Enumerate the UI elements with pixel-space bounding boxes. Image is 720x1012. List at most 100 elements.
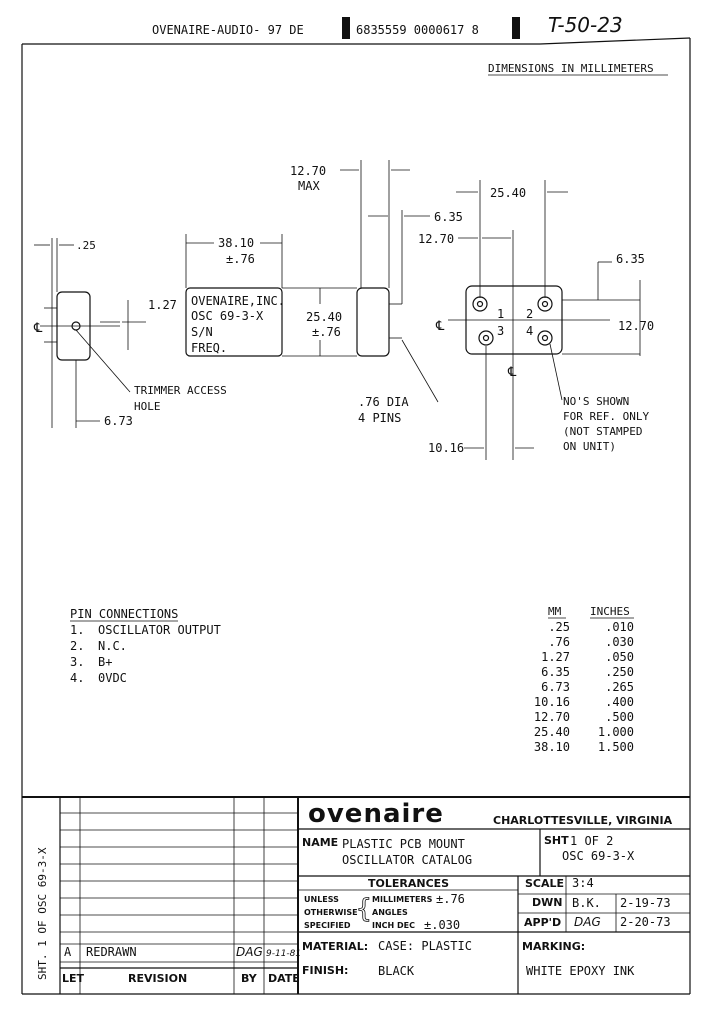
bottom-left-dim: 12.70 bbox=[418, 232, 454, 246]
conv-in-0: .010 bbox=[605, 620, 634, 634]
front-label-line-2: OSC 69-3-X bbox=[191, 309, 264, 323]
header-marker-right bbox=[512, 17, 520, 39]
tol-specified: SPECIFIED bbox=[304, 921, 351, 930]
front-label-line-1: OVENAIRE,INC. bbox=[191, 294, 285, 308]
tol-mm-value: ±.76 bbox=[436, 892, 465, 906]
note-line-3: (NOT STAMPED bbox=[563, 425, 642, 438]
tol-mm-label: MILLIMETERS bbox=[372, 895, 433, 904]
front-height-tol: ±.76 bbox=[312, 325, 341, 339]
tol-inch-value: ±.030 bbox=[424, 918, 460, 932]
conv-mm-6: 12.70 bbox=[534, 710, 570, 724]
part-no: OSC 69-3-X bbox=[562, 849, 635, 863]
conv-mm-5: 10.16 bbox=[534, 695, 570, 709]
tol-otherwise: OTHERWISE bbox=[304, 908, 358, 917]
note-line-1: NO'S SHOWN bbox=[563, 395, 629, 408]
front-depth-dim: 12.70 bbox=[290, 164, 326, 178]
pin-3-outer bbox=[478, 330, 494, 346]
conv-in-7: 1.000 bbox=[598, 725, 634, 739]
conv-in-1: .030 bbox=[605, 635, 634, 649]
pin-conn-name-3: B+ bbox=[98, 655, 112, 669]
pin-3-inner bbox=[482, 334, 490, 342]
dwn-by: B.K. bbox=[572, 896, 601, 910]
front-label-line-4: FREQ. bbox=[191, 341, 227, 355]
bottom-top-dim: 25.40 bbox=[490, 186, 526, 200]
bottom-view: 25.40 12.70 ℄ ℄ 1 2 3 4 6.35 12.70 10.16… bbox=[418, 180, 654, 460]
company-logo: ovenaire bbox=[308, 799, 444, 829]
rev-letter: A bbox=[64, 945, 72, 959]
appd-date: 2-20-73 bbox=[620, 915, 671, 929]
dwn-label: DWN bbox=[532, 896, 562, 909]
front-view: 38.10 ±.76 OVENAIRE,INC. OSC 69-3-X S/N … bbox=[185, 160, 463, 425]
side-dim-mid: 1.27 bbox=[148, 298, 177, 312]
trimmer-label-2: HOLE bbox=[134, 400, 161, 413]
side-dim-bottom: 6.73 bbox=[104, 414, 133, 428]
frame-top-right bbox=[539, 37, 691, 45]
tolerances-label: TOLERANCES bbox=[368, 877, 449, 890]
pin-2-outer bbox=[537, 296, 553, 312]
pin-conn-num-4: 4. bbox=[70, 671, 84, 685]
rev-desc: REDRAWN bbox=[86, 945, 137, 959]
sht-value: 1 OF 2 bbox=[570, 834, 613, 848]
tol-angles: ANGLES bbox=[372, 908, 408, 917]
conv-mm-8: 38.10 bbox=[534, 740, 570, 754]
rev-date: 9-11-81 bbox=[266, 949, 301, 959]
front-pin-dia-1: .76 DIA bbox=[358, 395, 409, 409]
front-body bbox=[185, 287, 283, 357]
front-pin-len-dim: 6.35 bbox=[434, 210, 463, 224]
conv-in-2: .050 bbox=[605, 650, 634, 664]
pin-4-inner bbox=[541, 334, 549, 342]
name-label: NAME bbox=[302, 836, 338, 849]
pin-connections: PIN CONNECTIONS 1. OSCILLATOR OUTPUT 2. … bbox=[70, 607, 221, 685]
col-revision: REVISION bbox=[128, 972, 187, 985]
finish-label: FINISH: bbox=[302, 964, 348, 977]
header-code: 6835559 0000617 8 bbox=[356, 23, 479, 37]
bottom-centerline-v: ℄ bbox=[507, 365, 517, 380]
pin-label-1: 1 bbox=[497, 307, 504, 321]
material-label: MATERIAL: bbox=[302, 940, 368, 953]
note-line-4: ON UNIT) bbox=[563, 440, 616, 453]
conv-mm-1: .76 bbox=[548, 635, 570, 649]
tol-brace: { bbox=[356, 894, 372, 924]
pin-conn-num-2: 2. bbox=[70, 639, 84, 653]
pin-1-outer bbox=[472, 296, 488, 312]
header-handwritten: T-50-23 bbox=[548, 13, 623, 37]
tol-unless: UNLESS bbox=[304, 895, 339, 904]
conv-in-4: .265 bbox=[605, 680, 634, 694]
pin-label-3: 3 bbox=[497, 324, 504, 338]
bottom-bottom-dim: 10.16 bbox=[428, 441, 464, 455]
appd-label: APP'D bbox=[524, 916, 561, 929]
dwn-date: 2-19-73 bbox=[620, 896, 671, 910]
name-line-1: PLASTIC PCB MOUNT bbox=[342, 837, 465, 851]
pin-connections-title: PIN CONNECTIONS bbox=[70, 607, 178, 621]
pin-4-outer bbox=[537, 330, 553, 346]
header-stamp: OVENAIRE-AUDIO- 97 DE bbox=[152, 23, 304, 37]
pin-conn-name-4: 0VDC bbox=[98, 671, 127, 685]
col-let: LET bbox=[62, 972, 85, 985]
conv-mm-0: .25 bbox=[548, 620, 570, 634]
pin-conn-num-3: 3. bbox=[70, 655, 84, 669]
company-location: CHARLOTTESVILLE, VIRGINIA bbox=[493, 814, 673, 827]
bottom-centerline-h: ℄ bbox=[435, 319, 445, 334]
conv-in-8: 1.500 bbox=[598, 740, 634, 754]
title-side-text: SHT. 1 OF OSC 69-3-X bbox=[36, 847, 49, 980]
finish-value: BLACK bbox=[378, 964, 415, 978]
conv-in-3: .250 bbox=[605, 665, 634, 679]
conv-in-6: .500 bbox=[605, 710, 634, 724]
pin-conn-name-2: N.C. bbox=[98, 639, 127, 653]
conv-col-in: INCHES bbox=[590, 605, 630, 618]
appd-by: DAG bbox=[574, 915, 601, 929]
conv-mm-7: 25.40 bbox=[534, 725, 570, 739]
pin-label-4: 4 bbox=[526, 324, 533, 338]
front-width-tol: ±.76 bbox=[226, 252, 255, 266]
sht-label: SHT bbox=[544, 834, 569, 847]
front-width-dim: 38.10 bbox=[218, 236, 254, 250]
tol-inch-label: INCH DEC bbox=[372, 921, 415, 930]
scale-value: 3:4 bbox=[572, 876, 594, 890]
header-marker-left bbox=[342, 17, 350, 39]
side-view: .25 ℄ 1.27 TRIMMER ACCESS HOLE 6.73 bbox=[33, 238, 227, 428]
name-line-2: OSCILLATOR CATALOG bbox=[342, 853, 472, 867]
pin-label-2: 2 bbox=[526, 307, 533, 321]
conv-mm-4: 6.73 bbox=[541, 680, 570, 694]
bottom-right-top-dim: 6.35 bbox=[616, 252, 645, 266]
